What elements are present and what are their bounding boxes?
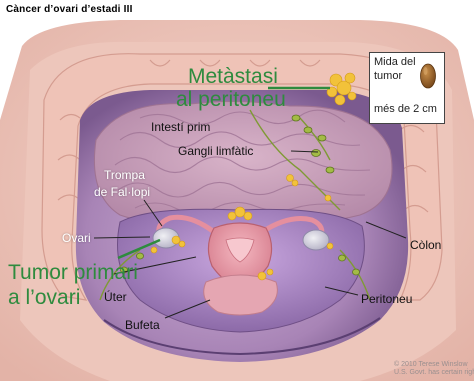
primary-tumor-label-line2: a l’ovari (8, 287, 80, 309)
tumor-size-line1: Mida del (374, 56, 416, 69)
bladder-label: Bufeta (125, 318, 160, 332)
fallopian-tube-label-line1: Trompa (104, 168, 145, 182)
tumor-size-line3: més de 2 cm (374, 103, 437, 116)
primary-tumor-label-line1: Tumor primari (8, 262, 138, 284)
copyright-line2: U.S. Govt. has certain rights (394, 369, 474, 377)
peritoneum-label: Peritoneu (361, 292, 412, 306)
tumor-size-seed-icon (418, 61, 438, 91)
copyright-notice: © 2010 Terese Winslow U.S. Govt. has cer… (394, 361, 474, 377)
tumor-size-line2: tumor (374, 70, 402, 83)
fallopian-tube-label-line2: de Fal·lopi (94, 185, 150, 199)
metastasis-label-line1: Metàstasi (188, 66, 278, 88)
metastasis-label-line2: al peritoneu (176, 89, 286, 111)
lymph-node-label: Gangli limfàtic (178, 144, 253, 158)
tumor-size-inset: Mida del tumor més de 2 cm (369, 52, 445, 124)
colon-label: Còlon (410, 238, 441, 252)
copyright-line1: © 2010 Terese Winslow (394, 361, 474, 369)
page-title: Càncer d’ovari d’estadi III (6, 4, 133, 15)
uterus-label: Úter (104, 290, 127, 304)
ovary-label: Ovari (62, 231, 91, 245)
small-intestine-label: Intestí prim (151, 120, 210, 134)
